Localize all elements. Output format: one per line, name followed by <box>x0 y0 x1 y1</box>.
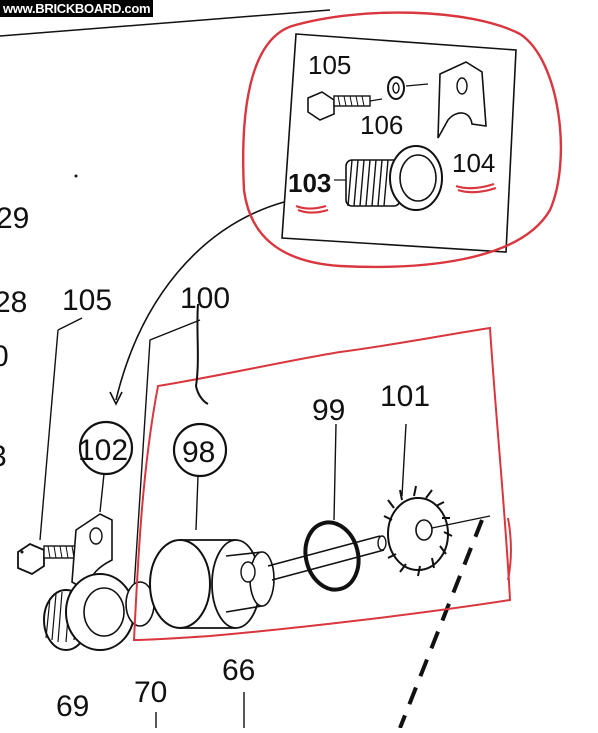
inset-detail: 105 106 103 104 <box>281 33 517 253</box>
callout-102 <box>78 420 134 513</box>
label-99: 99 <box>312 394 345 427</box>
inset-label-103: 103 <box>288 168 331 198</box>
main-gear-101 <box>383 423 491 577</box>
red-circle-inset <box>241 11 563 269</box>
red-underline-103 <box>295 204 329 214</box>
label-102: 102 <box>78 434 128 467</box>
edge-label-3: 3 <box>0 440 7 473</box>
edge-label-28: 28 <box>0 286 27 319</box>
label-70: 70 <box>134 676 167 709</box>
leader-curve-102 <box>115 201 285 401</box>
leader-105 <box>57 317 83 331</box>
main-sleeve-103 <box>43 573 155 651</box>
black-pen-mark <box>194 303 209 405</box>
red-annotations <box>132 11 563 642</box>
main-shaft <box>267 535 387 581</box>
label-66: 66 <box>222 654 255 687</box>
inset-bolt-105 <box>307 91 383 121</box>
red-underline-104 <box>455 182 497 194</box>
main-oring-99 <box>303 423 361 592</box>
leader-100 <box>131 319 201 621</box>
main-housing-98 <box>149 539 275 629</box>
label-98: 98 <box>182 436 215 469</box>
edge-label-0: 0 <box>0 340 9 373</box>
inset-sleeve-103 <box>334 145 443 211</box>
inset-label-105: 105 <box>308 50 351 80</box>
inset-washer-106 <box>387 76 429 100</box>
callout-98 <box>172 422 228 531</box>
inset-bracket-104 <box>437 61 487 139</box>
inset-label-104: 104 <box>452 148 495 178</box>
label-100: 100 <box>180 282 230 315</box>
label-105: 105 <box>62 284 112 317</box>
edge-label-29: 29 <box>0 202 29 235</box>
watermark-logo: www.BRICKBOARD.com <box>0 0 154 17</box>
label-101: 101 <box>380 380 430 413</box>
red-outline-assembly <box>132 326 512 642</box>
inset-label-106: 106 <box>360 110 403 140</box>
leader-arrowhead <box>109 391 123 406</box>
dashed-centerline <box>398 519 484 729</box>
page-edge-line <box>0 9 331 37</box>
label-69: 69 <box>56 690 89 723</box>
